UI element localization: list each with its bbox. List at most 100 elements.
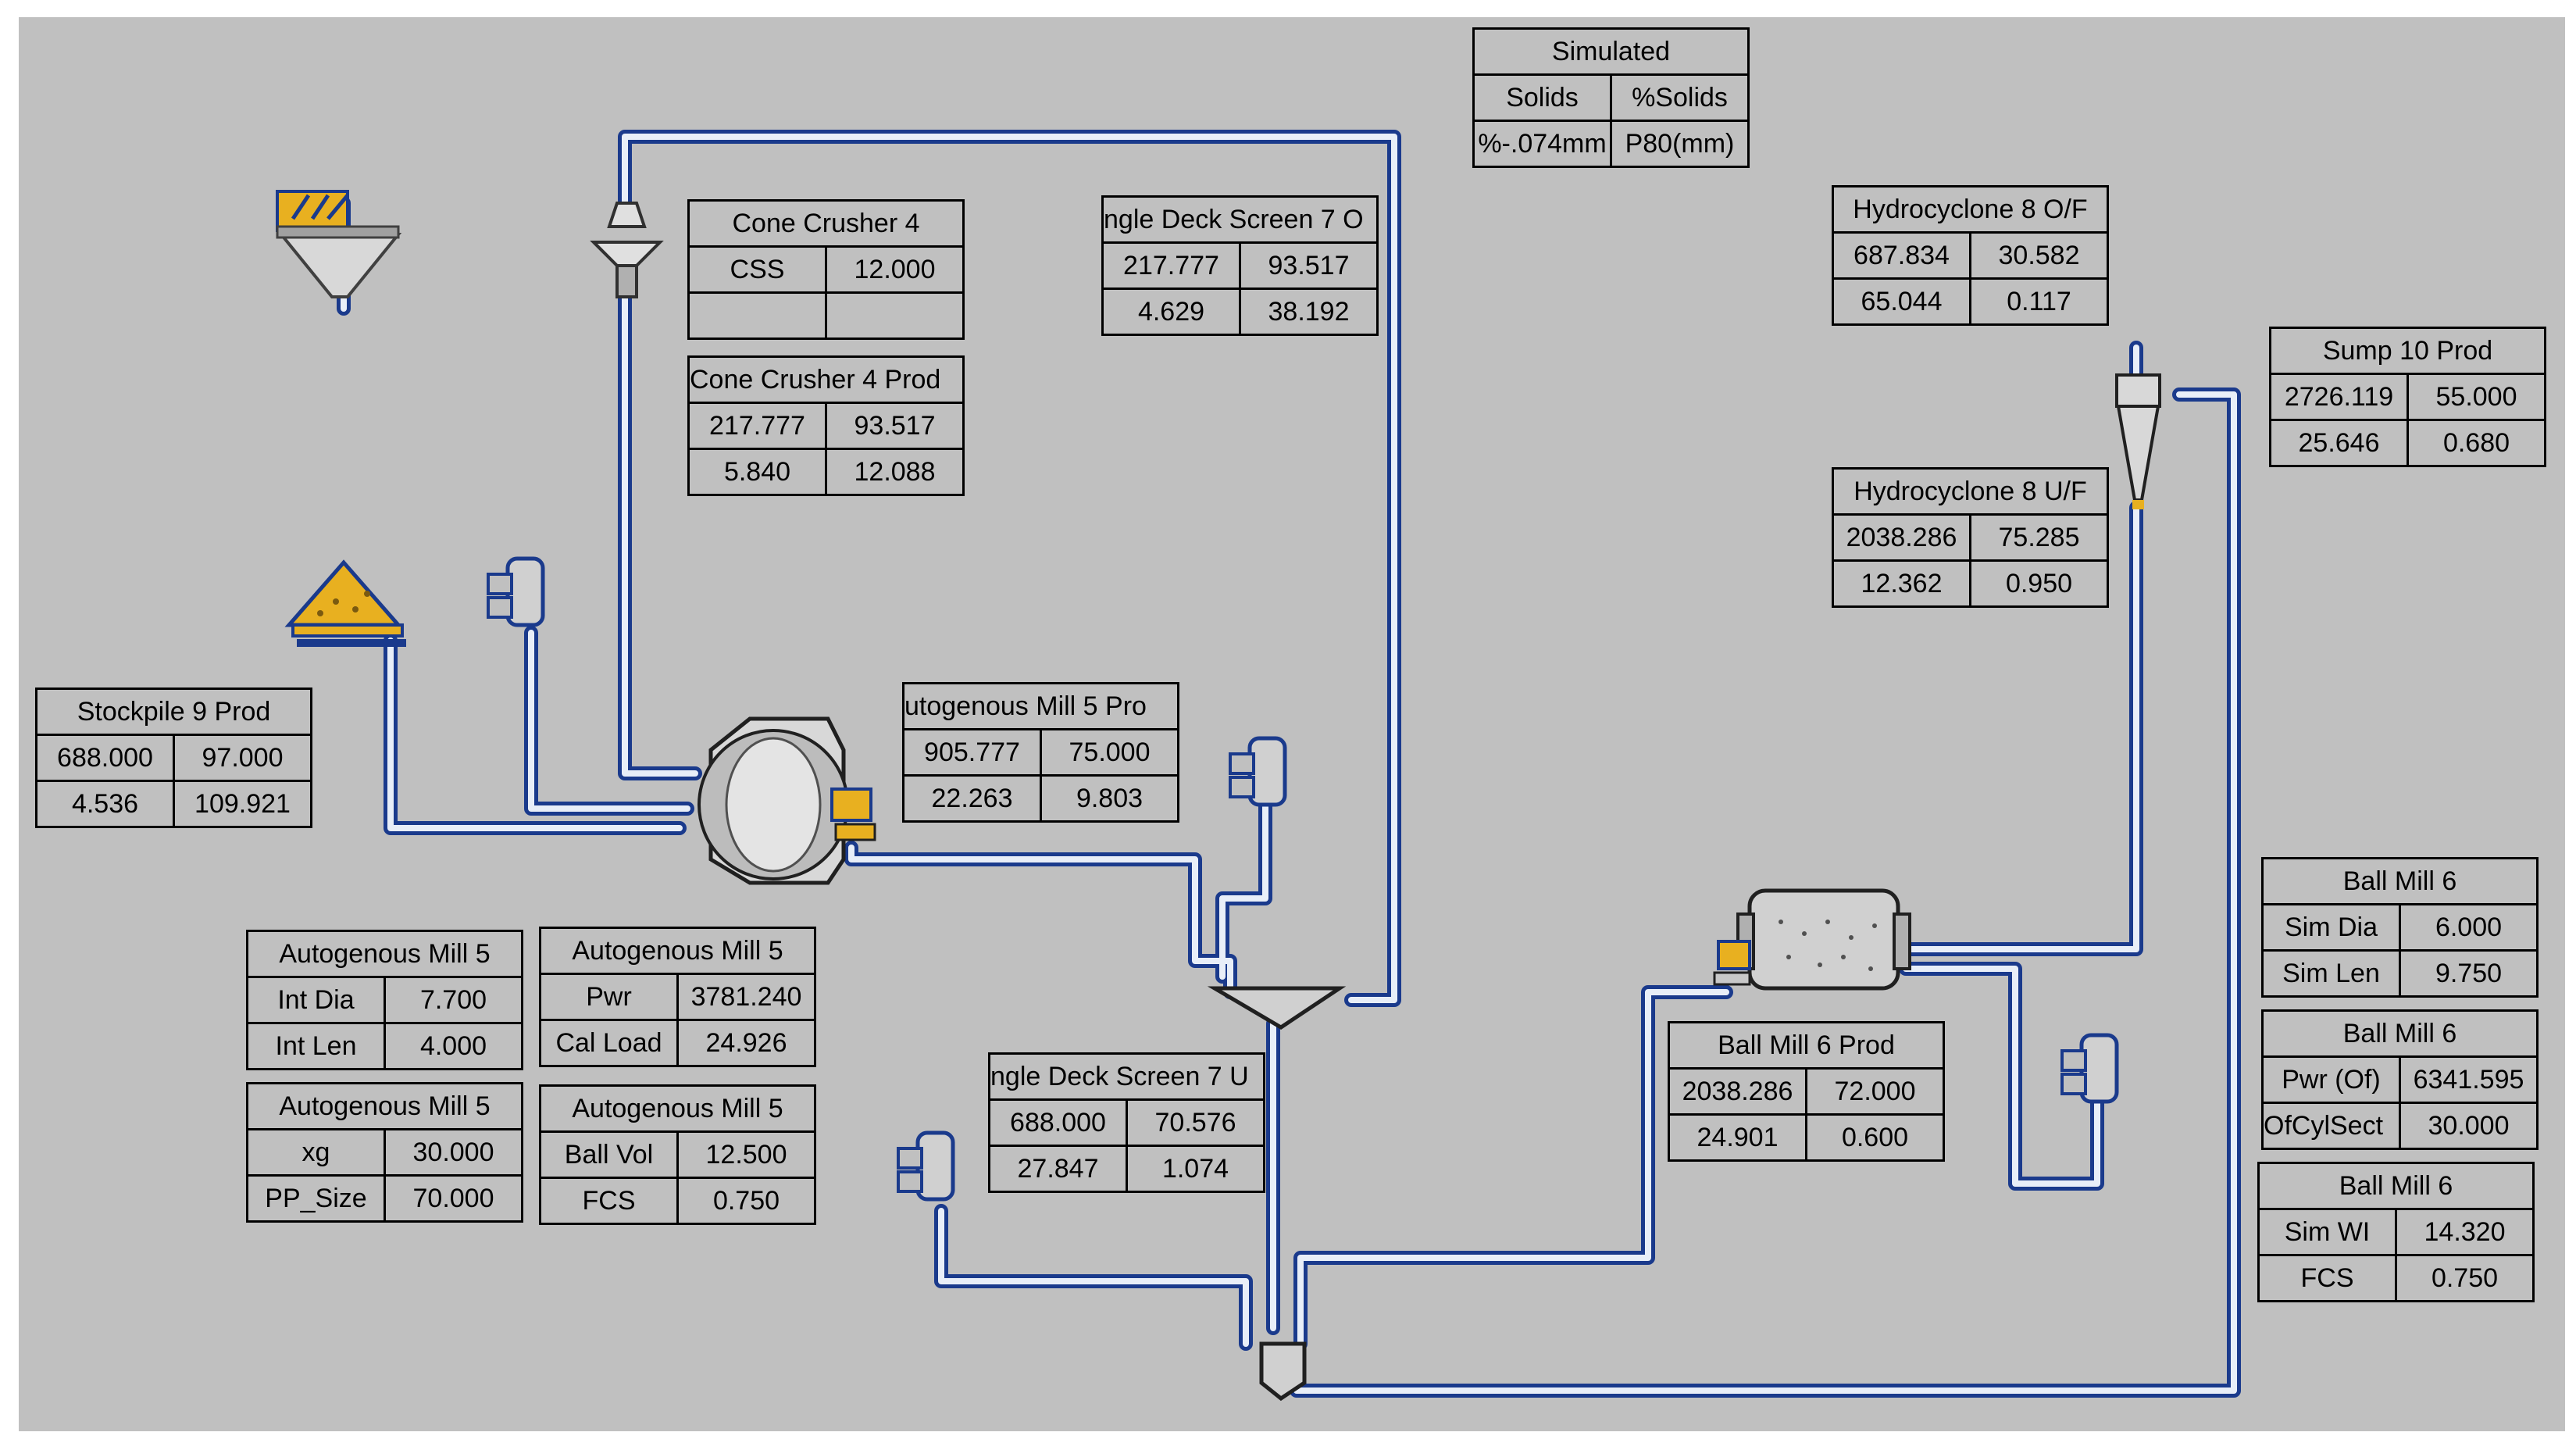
table-title: Hydrocyclone 8 U/F xyxy=(1832,467,2109,516)
table-title: Stockpile 9 Prod xyxy=(35,688,312,736)
table-cell: PP_Size xyxy=(246,1174,386,1223)
table-cell: 109.921 xyxy=(173,780,312,828)
table-title: Ball Mill 6 Prod xyxy=(1668,1021,1945,1070)
table-cell: FCS xyxy=(2257,1254,2397,1302)
table-cell: Sim Len xyxy=(2261,949,2401,998)
table-title: Cone Crusher 4 xyxy=(687,199,965,248)
table-cell: 30.582 xyxy=(1969,231,2109,280)
stockpile-icon xyxy=(284,559,406,647)
table-cell: 97.000 xyxy=(173,734,312,782)
table-cell: 70.576 xyxy=(1126,1098,1265,1147)
table-cell: 4.000 xyxy=(384,1022,523,1070)
table-cell: 24.926 xyxy=(676,1019,816,1067)
table-cell: 75.000 xyxy=(1040,728,1179,777)
table-cell: 14.320 xyxy=(2395,1208,2535,1256)
table-title: Ball Mill 6 xyxy=(2261,1009,2539,1058)
table-cell: 55.000 xyxy=(2407,373,2546,421)
table-cell: 72.000 xyxy=(1805,1067,1945,1116)
table-cell: 12.362 xyxy=(1832,559,1971,608)
sump-icon xyxy=(1259,1341,1307,1402)
table-cell: 38.192 xyxy=(1239,288,1379,336)
ball-mill-icon xyxy=(1713,888,1911,991)
table-cell: 4.536 xyxy=(35,780,175,828)
table-cell: CSS xyxy=(687,245,827,294)
table-title: Autogenous Mill 5 xyxy=(246,1082,523,1130)
table-title: Ball Mill 6 xyxy=(2257,1162,2535,1210)
legend-title: Simulated xyxy=(1472,27,1750,76)
table-cell: 1.074 xyxy=(1126,1145,1265,1193)
table-title: Autogenous Mill 5 xyxy=(539,1084,816,1133)
table-cell: 12.088 xyxy=(825,448,965,496)
table-cell: Sim Dia xyxy=(2261,903,2401,952)
table-cell: Cal Load xyxy=(539,1019,679,1067)
pipe-mill-discharge xyxy=(844,841,1237,999)
table-cell: Ball Vol xyxy=(539,1130,679,1179)
table-title: Ball Mill 6 xyxy=(2261,857,2539,905)
table-cell: 12.000 xyxy=(825,245,965,294)
table-cell: 27.847 xyxy=(988,1145,1128,1193)
water-valve-1-icon xyxy=(487,556,545,627)
hydrocyclone-icon xyxy=(2115,373,2161,509)
table-cell: 24.901 xyxy=(1668,1113,1807,1162)
table-cell: 65.044 xyxy=(1832,277,1971,326)
table-cell: 93.517 xyxy=(825,402,965,450)
legend-cell: %-.074mm xyxy=(1472,120,1612,168)
table-cell: 2726.119 xyxy=(2269,373,2409,421)
table-cell: 6341.595 xyxy=(2399,1055,2539,1104)
pipe-water-3 xyxy=(934,1204,1253,1351)
table-cell: 688.000 xyxy=(988,1098,1128,1147)
legend-cell: Solids xyxy=(1472,73,1612,122)
table-title: Cone Crusher 4 Prod xyxy=(687,355,965,404)
legend-cell: %Solids xyxy=(1610,73,1750,122)
table-title: utogenous Mill 5 Pro xyxy=(902,682,1179,730)
cone-crusher-icon xyxy=(590,202,664,298)
table-cell: 688.000 xyxy=(35,734,175,782)
table-cell: 7.700 xyxy=(384,976,523,1024)
table-cell: 4.629 xyxy=(1101,288,1241,336)
table-cell: FCS xyxy=(539,1177,679,1225)
table-cell: 93.517 xyxy=(1239,241,1379,290)
table-cell: 70.000 xyxy=(384,1174,523,1223)
table-cell: 22.263 xyxy=(902,774,1042,823)
table-cell xyxy=(687,291,827,340)
pipe-sump-to-ballmill xyxy=(1293,985,1733,1351)
table-cell: Sim WI xyxy=(2257,1208,2397,1256)
pipe-water-1 xyxy=(524,626,694,816)
table-cell: 9.750 xyxy=(2399,949,2539,998)
feed-hopper-icon xyxy=(276,190,402,298)
table-title: ngle Deck Screen 7 O xyxy=(1101,195,1379,244)
table-cell: xg xyxy=(246,1128,386,1177)
table-cell: 5.840 xyxy=(687,448,827,496)
autogenous-mill-icon xyxy=(698,716,876,885)
table-cell: OfCylSect xyxy=(2261,1102,2401,1150)
table-cell xyxy=(825,291,965,340)
table-cell: 12.500 xyxy=(676,1130,816,1179)
table-cell: Pwr (Of) xyxy=(2261,1055,2401,1104)
water-valve-4-icon xyxy=(2060,1033,2119,1104)
table-cell: 30.000 xyxy=(384,1128,523,1177)
table-cell: 0.950 xyxy=(1969,559,2109,608)
table-cell: 75.285 xyxy=(1969,513,2109,562)
table-title: Autogenous Mill 5 xyxy=(246,930,523,978)
pipe-crusher-return xyxy=(618,290,702,780)
water-valve-3-icon xyxy=(897,1130,955,1202)
